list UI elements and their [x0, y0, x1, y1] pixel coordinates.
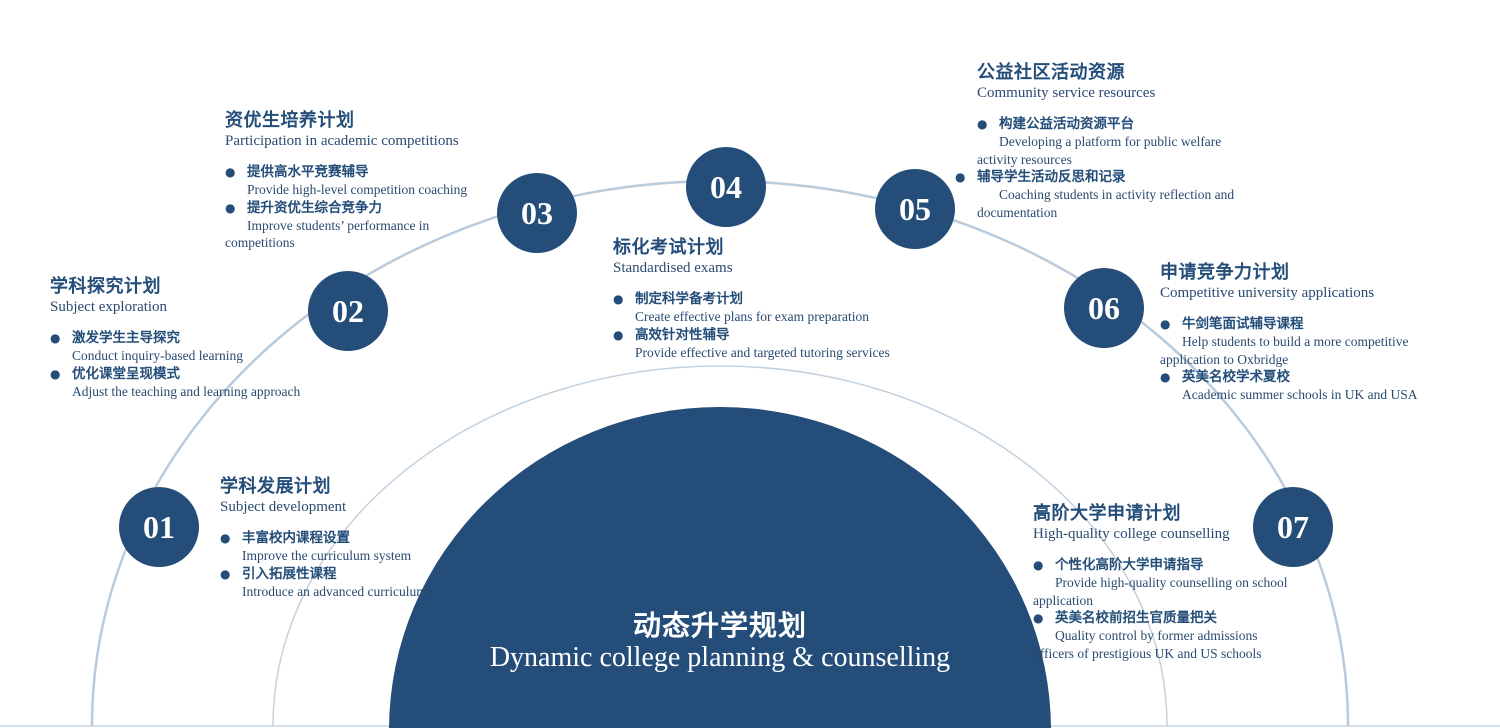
- stage-item: 制定科学备考计划 Create effective plans for exam…: [613, 290, 923, 326]
- stage-title-en: Community service resources: [977, 85, 1156, 101]
- item-title-zh: 个性化高阶大学申请指导: [1033, 556, 1288, 574]
- item-desc-en: Create effective plans for exam preparat…: [635, 309, 870, 324]
- stage-block-03: 资优生培养计划 Participation in academic compet…: [225, 110, 487, 252]
- stage-item: 提供高水平竞赛辅导 Provide high-level competition…: [225, 163, 487, 199]
- stage-block-06: 申请竞争力计划 Competitive university applicati…: [1160, 262, 1445, 404]
- item-title-zh: 构建公益活动资源平台: [977, 115, 1247, 133]
- item-desc-en: Provide high-level competition coaching: [247, 182, 468, 197]
- stage-number: 01: [143, 508, 175, 545]
- stage-title-en: Subject exploration: [50, 299, 168, 315]
- item-title-zh: 丰富校内课程设置: [220, 529, 500, 547]
- stage-item: 构建公益活动资源平台 Developing a platform for pub…: [977, 115, 1247, 168]
- item-desc-en: Coaching students in activity reflection…: [977, 187, 1235, 220]
- stage-number: 07: [1277, 508, 1309, 545]
- stage-item: 牛剑笔面试辅导课程 Help students to build a more …: [1160, 315, 1445, 368]
- item-desc-en: Introduce an advanced curriculum: [242, 583, 427, 599]
- item-title-zh: 优化课堂呈现模式: [50, 365, 350, 383]
- item-title-zh: 英美名校前招生官质量把关: [1033, 609, 1288, 627]
- item-title-zh: 激发学生主导探究: [50, 329, 350, 347]
- item-desc-en: Developing a platform for public welfare…: [977, 134, 1222, 167]
- stage-node-06: 06: [1064, 268, 1144, 348]
- item-desc-en: Provide high-quality counselling on scho…: [1033, 575, 1288, 608]
- stage-block-04: 标化考试计划 Standardised exams 制定科学备考计划 Creat…: [613, 237, 923, 361]
- item-title-zh: 制定科学备考计划: [613, 290, 923, 308]
- item-title-zh: 提供高水平竞赛辅导: [225, 163, 487, 181]
- stage-block-05: 公益社区活动资源 Community service resources 构建公…: [977, 62, 1247, 221]
- stage-item: 辅导学生活动反思和记录 Coaching students in activit…: [977, 168, 1247, 221]
- item-desc-en: Improve students’ performance in competi…: [225, 217, 430, 251]
- stage-title-zh: 学科发展计划: [220, 476, 331, 497]
- stage-item: 个性化高阶大学申请指导 Provide high-quality counsel…: [1033, 556, 1288, 609]
- item-title-zh: 英美名校学术夏校: [1160, 368, 1445, 386]
- stage-number: 05: [899, 190, 931, 227]
- item-title-zh: 高效针对性辅导: [613, 326, 923, 344]
- stage-title-zh: 高阶大学申请计划: [1033, 503, 1181, 524]
- stage-node-01: 01: [119, 487, 199, 567]
- stage-title-zh: 公益社区活动资源: [977, 62, 1125, 83]
- inner-arc: [272, 365, 1168, 727]
- stage-block-01: 学科发展计划 Subject development 丰富校内课程设置 Impr…: [220, 476, 500, 600]
- stage-block-07: 高阶大学申请计划 High-quality college counsellin…: [1033, 503, 1288, 662]
- stage-node-07: 07: [1253, 487, 1333, 567]
- stage-title-zh: 标化考试计划: [613, 237, 724, 258]
- stage-number: 06: [1088, 289, 1120, 326]
- stage-title-en: Subject development: [220, 499, 347, 515]
- stage-item: 英美名校前招生官质量把关 Quality control by former a…: [1033, 609, 1288, 662]
- stage-title-en: Competitive university applications: [1160, 285, 1375, 301]
- item-title-zh: 牛剑笔面试辅导课程: [1160, 315, 1445, 333]
- item-title-zh: 引入拓展性课程: [220, 565, 500, 583]
- stage-title-zh: 资优生培养计划: [225, 110, 355, 131]
- stage-node-04: 04: [686, 147, 766, 227]
- stage-block-02: 学科探究计划 Subject exploration 激发学生主导探究 Cond…: [50, 276, 350, 400]
- stage-title-en: High-quality college counselling: [1033, 526, 1230, 542]
- stage-item: 提升资优生综合竞争力 Improve students’ performance…: [225, 199, 487, 252]
- stage-node-03: 03: [497, 173, 577, 253]
- hub-title-zh: 动态升学规划: [632, 609, 807, 642]
- hub-title-en: Dynamic college planning & counselling: [489, 642, 951, 673]
- stage-item: 引入拓展性课程 Introduce an advanced curriculum: [220, 565, 500, 601]
- stage-item: 丰富校内课程设置 Improve the curriculum system: [220, 529, 500, 565]
- stage-title-zh: 学科探究计划: [50, 276, 161, 297]
- item-desc-en: Provide effective and targeted tutoring …: [635, 344, 890, 360]
- stage-item: 激发学生主导探究 Conduct inquiry-based learning: [50, 329, 350, 365]
- stage-title-en: Standardised exams: [613, 260, 733, 276]
- item-desc-en: Adjust the teaching and learning approac…: [72, 383, 301, 399]
- stage-title-en: Participation in academic competitions: [225, 133, 459, 149]
- item-desc-en: Quality control by former admissions off…: [1033, 628, 1262, 661]
- stage-number: 03: [521, 194, 553, 231]
- stage-item: 优化课堂呈现模式 Adjust the teaching and learnin…: [50, 365, 350, 401]
- stage-item: 高效针对性辅导 Provide effective and targeted t…: [613, 326, 923, 362]
- item-desc-en: Improve the curriculum system: [242, 548, 412, 563]
- stage-number: 04: [710, 168, 742, 205]
- item-desc-en: Academic summer schools in UK and USA: [1182, 387, 1418, 402]
- item-desc-en: Conduct inquiry-based learning: [72, 348, 243, 363]
- stage-item: 英美名校学术夏校 Academic summer schools in UK a…: [1160, 368, 1445, 404]
- stage-node-05: 05: [875, 169, 955, 249]
- item-desc-en: Help students to build a more competitiv…: [1160, 334, 1409, 367]
- stage-number: 02: [332, 292, 364, 329]
- stage-title-zh: 申请竞争力计划: [1160, 262, 1290, 283]
- hub-dome: [389, 407, 1051, 728]
- item-title-zh: 提升资优生综合竞争力: [225, 199, 487, 217]
- item-title-zh: 辅导学生活动反思和记录: [955, 168, 1247, 186]
